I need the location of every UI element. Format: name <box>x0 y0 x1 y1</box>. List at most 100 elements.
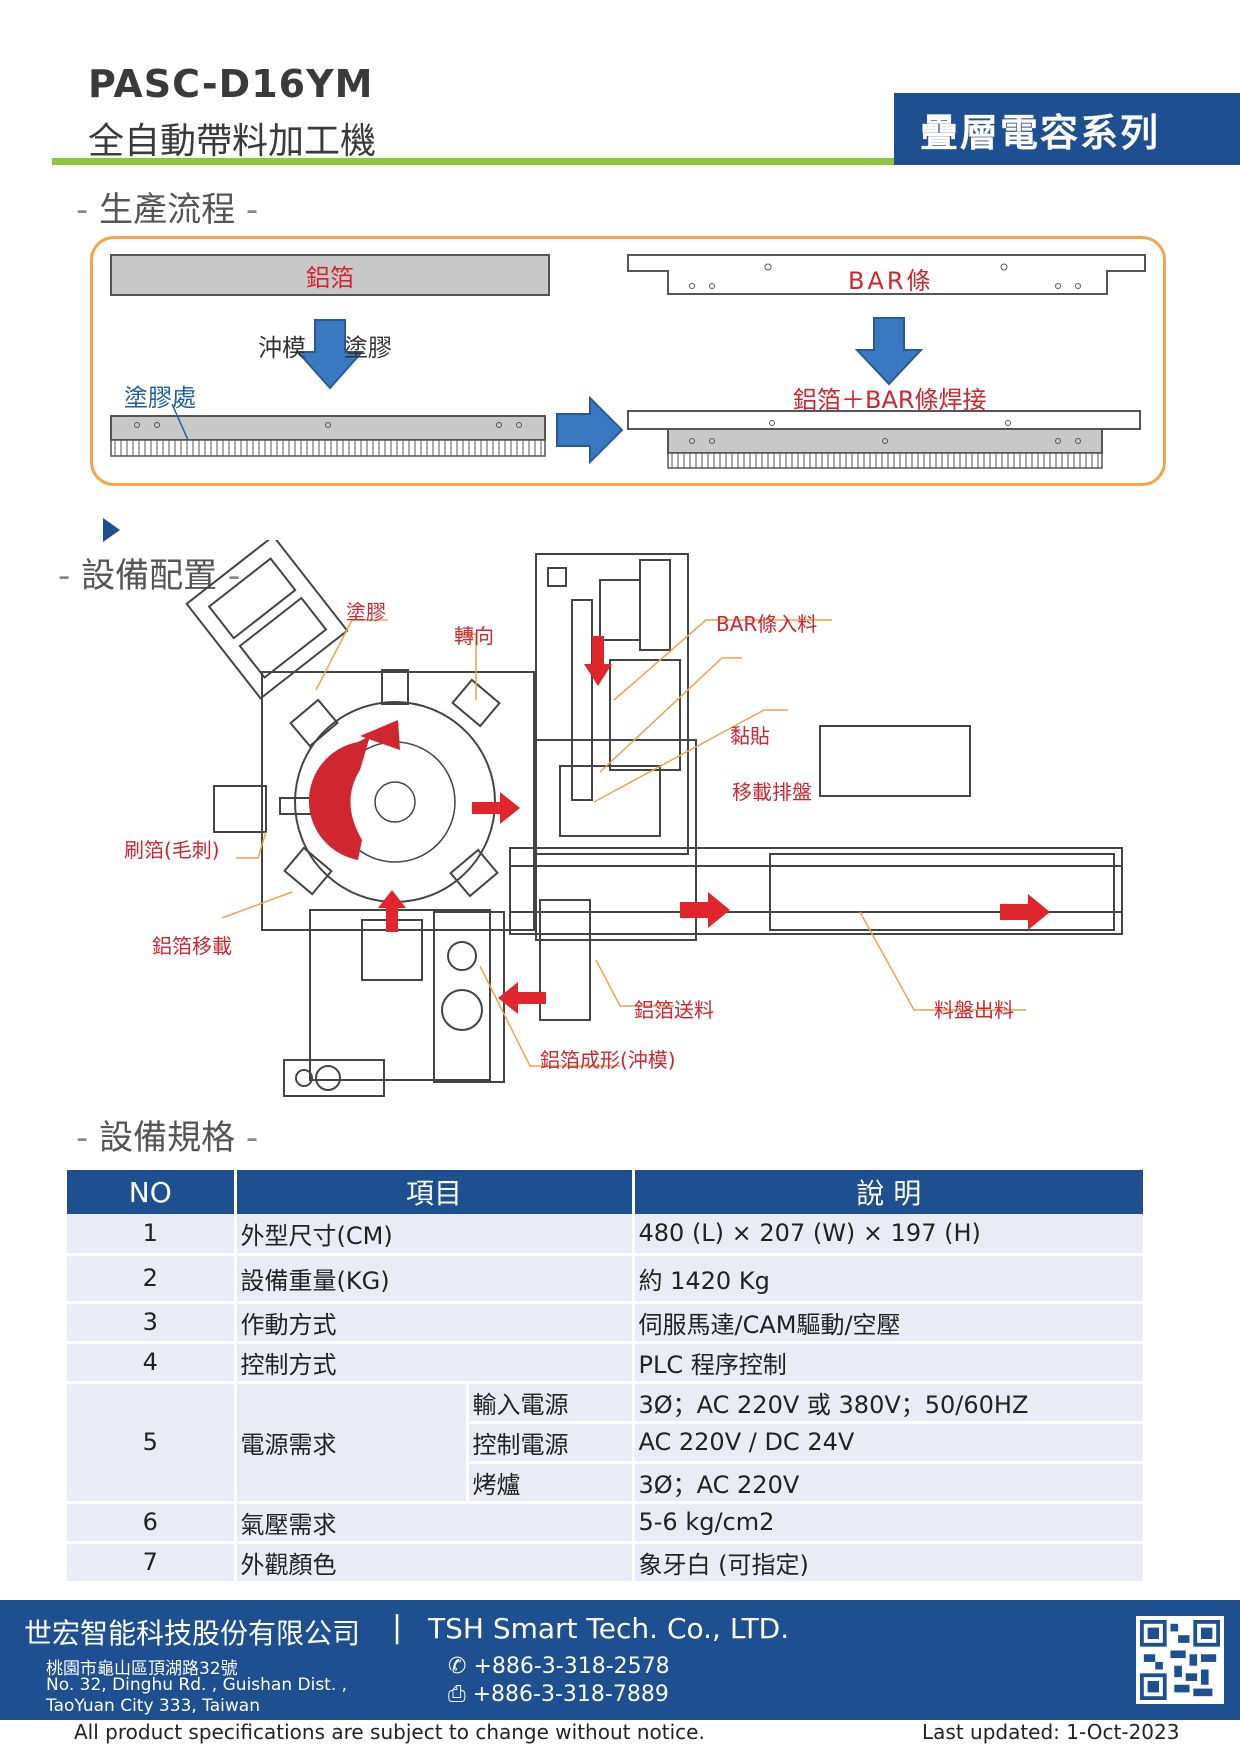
foil-hole <box>709 438 715 444</box>
foil-feed-track <box>539 899 591 1021</box>
address-line-1: 桃園市龜山區頂湖路32號 <box>46 1659 238 1679</box>
header-no: NO <box>67 1170 237 1214</box>
section-title-specs: - 設備規格 - <box>76 1118 259 1158</box>
bar-hole <box>769 420 775 426</box>
bullet-icon <box>103 518 120 542</box>
product-model: PASC-D16YM <box>88 62 374 106</box>
arrow-right-icon <box>472 792 520 824</box>
label-layout-turn: 轉向 <box>454 624 494 648</box>
glue-module <box>185 540 349 700</box>
foil-hole <box>1055 438 1061 444</box>
qr-code-icon <box>1136 1616 1224 1704</box>
spec-header-row: NO 項目 說 明 <box>67 1170 1143 1214</box>
station <box>451 678 501 728</box>
foil-hole <box>689 438 695 444</box>
foil-hole <box>1075 438 1081 444</box>
arrow-right-icon <box>1000 894 1050 930</box>
station <box>283 846 333 896</box>
foil-hole <box>154 422 160 428</box>
section-title-process: - 生產流程 - <box>76 190 259 230</box>
bar-strip <box>627 254 1146 295</box>
foil-hole <box>882 438 888 444</box>
label-layout-foil-feed: 鋁箔送料 <box>634 998 714 1022</box>
company-name-zh: 世宏智能科技股份有限公司 <box>24 1617 361 1650</box>
table-row: 3 作動方式 伺服馬達/CAM驅動/空壓 <box>67 1302 1143 1344</box>
company-separator: | <box>392 1610 403 1645</box>
welded-foil <box>667 428 1103 454</box>
label-layout-glue: 塗膠 <box>346 600 386 624</box>
foil-strip <box>110 254 550 296</box>
header-desc: 說 明 <box>633 1170 1143 1214</box>
label-layout-foil-transfer: 鋁箔移載 <box>152 934 232 958</box>
label-layout-brush: 刷箔(毛刺) <box>124 838 220 862</box>
fax-number: +886-3-318-7889 <box>472 1682 669 1707</box>
series-banner: 疊層電容系列 <box>894 93 1240 165</box>
header-divider <box>52 158 894 165</box>
turntable-hub <box>374 781 416 823</box>
bar-hole <box>709 283 715 289</box>
station <box>449 848 499 898</box>
bar-hole <box>1000 263 1008 271</box>
product-name: 全自動帶料加工機 <box>88 121 377 162</box>
fax: ⎙ +886-3-318-7889 <box>448 1682 669 1707</box>
label-glue: 塗膠 <box>344 334 392 362</box>
address-line-3: TaoYuan City 333, Taiwan <box>46 1696 260 1716</box>
header-item: 項目 <box>235 1170 635 1214</box>
table-row: 2 設備重量(KG) 約 1420 Kg <box>67 1254 1143 1304</box>
phone-icon: ✆ <box>448 1654 467 1679</box>
fax-icon: ⎙ <box>448 1682 466 1707</box>
company-name-en: TSH Smart Tech. Co., LTD. <box>428 1612 790 1645</box>
transfer-section <box>535 739 697 941</box>
forming-module <box>309 909 491 1081</box>
arrow-down-icon <box>295 319 365 390</box>
arrow-down-icon <box>584 636 612 686</box>
arrow-down-icon <box>854 317 924 386</box>
section-title-layout: - 設備配置 - <box>58 556 241 596</box>
label-layout-transfer-tray: 移載排盤 <box>732 780 812 804</box>
bar-hole <box>1075 283 1081 289</box>
output-rail <box>509 847 1123 935</box>
table-row: 1 外型尺寸(CM) 480 (L) × 207 (W) × 197 (H) <box>67 1214 1143 1256</box>
arrow-up-icon <box>378 890 406 932</box>
table-row: 烤爐 3Ø；AC 220V <box>67 1462 1143 1504</box>
rotation-arrow-icon <box>308 736 370 860</box>
brush-module <box>213 785 267 833</box>
glue-pointer <box>171 403 189 441</box>
arrow-right-icon <box>556 395 624 465</box>
arrow-left-icon <box>498 982 546 1014</box>
label-weld: 鋁箔＋BAR條焊接 <box>793 386 987 414</box>
spec-table: NO 項目 說 明 1 外型尺寸(CM) 480 (L) × 207 (W) ×… <box>67 1170 1143 1584</box>
label-layout-stick: 黏貼 <box>730 724 770 748</box>
foil-reel-base <box>283 1059 385 1097</box>
address-line-2: No. 32, Dinghu Rd. , Guishan Dist. , <box>46 1675 348 1695</box>
label-layout-tray-out: 料盤出料 <box>934 998 1014 1022</box>
label-layout-bar-feed: BAR條入料 <box>716 612 818 636</box>
process-flow-diagram <box>110 254 1146 469</box>
station <box>289 698 339 748</box>
arrow-right-icon <box>680 892 730 928</box>
foil-teeth-right <box>671 453 1099 468</box>
phone: ✆ +886-3-318-2578 <box>448 1654 670 1679</box>
table-row: 6 氣壓需求 5-6 kg/cm2 <box>67 1502 1143 1544</box>
footer-bar: 世宏智能科技股份有限公司 | TSH Smart Tech. Co., LTD.… <box>0 1600 1240 1720</box>
table-row: 控制電源 AC 220V / DC 24V <box>67 1422 1143 1464</box>
foil-teeth-left <box>114 440 542 456</box>
rotation-arrowhead-icon <box>360 720 400 750</box>
last-updated: Last updated: 1-Oct-2023 <box>922 1720 1180 1744</box>
phone-number: +886-3-318-2578 <box>473 1654 670 1679</box>
table-row: 4 控制方式 PLC 程序控制 <box>67 1342 1143 1384</box>
machine-layout-diagram <box>185 540 1123 1097</box>
foil-hole <box>496 422 502 428</box>
foil-hole <box>134 422 140 428</box>
welded-comb <box>667 452 1103 469</box>
foil-hole <box>516 422 522 428</box>
label-leaders <box>221 619 1026 1067</box>
spec-notice: All product specifications are subject t… <box>74 1720 705 1744</box>
bar-hole <box>689 283 695 289</box>
foil-comb <box>110 439 546 457</box>
bar-hole <box>1005 420 1011 426</box>
foil-hole <box>325 422 331 428</box>
label-layout-foil-form: 鋁箔成形(沖模) <box>540 1048 676 1072</box>
table-row: 7 外觀顏色 象牙白 (可指定) <box>67 1542 1143 1584</box>
bar-hole <box>1055 283 1061 289</box>
